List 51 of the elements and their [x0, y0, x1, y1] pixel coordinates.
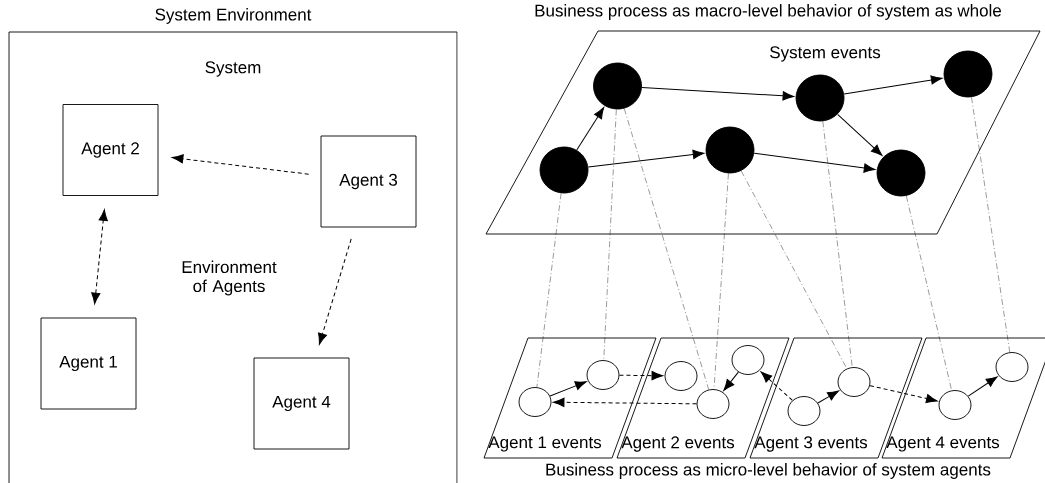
event-circle: [731, 345, 765, 375]
agent-box: Agent 2: [62, 104, 159, 196]
event-circle: [696, 389, 730, 419]
event-circle: [593, 62, 642, 110]
event-plane: System events: [485, 30, 1041, 235]
arrow: [760, 371, 793, 401]
arrow: [618, 371, 664, 381]
event-circle: [787, 396, 821, 426]
agent-box: Agent 1: [40, 317, 137, 410]
event-circle: [876, 149, 926, 197]
event-circle: [995, 352, 1029, 382]
arrow: [843, 75, 943, 95]
arrow: [171, 154, 310, 175]
arrow: [91, 209, 108, 305]
event-circle: [705, 126, 755, 174]
arrow: [869, 385, 938, 404]
dash-dot-line: [822, 121, 853, 368]
arrow: [723, 371, 739, 391]
arrow: [587, 149, 705, 168]
agent-box: Agent 3: [320, 135, 417, 228]
event-circle: [943, 50, 993, 98]
heading: Business process as macro-level behavior of system as whole: [535, 4, 1001, 20]
heading: System Environment: [155, 8, 312, 24]
dash-dot-line: [713, 173, 729, 390]
caption: Business process as micro-level behavior of system agents: [546, 463, 991, 479]
dash-dot-line: [906, 195, 952, 391]
arrow: [641, 86, 795, 101]
dash-dot-line: [624, 108, 709, 390]
dash-dot-line: [536, 193, 562, 388]
arrow: [753, 152, 876, 173]
dash-dot-line: [740, 170, 848, 369]
area-label: Environment of Agents: [182, 260, 277, 296]
arrow: [549, 381, 587, 397]
event-circle: [518, 387, 552, 417]
agent-box: Agent 4: [253, 357, 350, 450]
event-circle: [586, 360, 620, 390]
arrow: [817, 390, 839, 404]
event-circle: [795, 74, 845, 122]
dash-dot-line: [971, 97, 1010, 353]
arrow: [318, 238, 352, 345]
event-circle: [539, 146, 589, 194]
box-title: System: [205, 61, 261, 77]
event-circle: [837, 367, 871, 397]
arrow: [837, 113, 883, 156]
arrow: [552, 397, 698, 407]
dash-dot-line: [603, 109, 617, 361]
event-panel: Agent 4 events: [881, 337, 1045, 459]
arrow: [967, 376, 998, 397]
event-circle: [664, 361, 698, 391]
event-circle: [938, 390, 972, 420]
arrow: [576, 107, 605, 151]
